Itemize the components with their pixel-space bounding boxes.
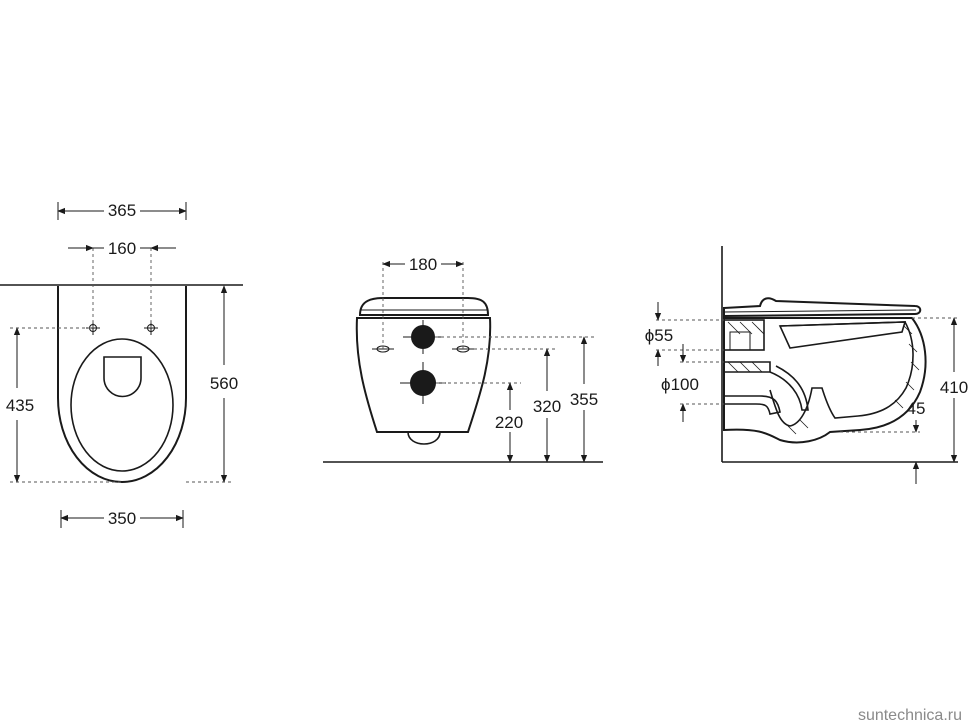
watermark: suntechnica.ru: [858, 707, 962, 724]
top-seat-opening: [70, 338, 174, 472]
side-bowl-shell: [723, 317, 927, 444]
side-seat-lid: [723, 297, 922, 318]
side-rim-channel: [778, 321, 907, 349]
side-dim-45: 45: [907, 399, 926, 418]
top-dim-435: 435: [6, 396, 34, 415]
top-view: 365 160 435 560 350: [0, 201, 243, 528]
top-flush-outlet: [103, 356, 142, 398]
front-dim-220: 220: [495, 413, 523, 432]
front-view: 180 220 320 355: [323, 255, 603, 463]
side-dim-100: ϕ100: [661, 375, 699, 394]
top-bowl-outline: [57, 286, 187, 483]
side-dim-55: ϕ55: [645, 326, 673, 345]
top-dim-350: 350: [108, 509, 136, 528]
front-dim-320: 320: [533, 397, 561, 416]
front-dim-355: 355: [570, 390, 598, 409]
front-seat-lid: [358, 297, 490, 316]
top-dim-160: 160: [108, 239, 136, 258]
top-dim-365: 365: [108, 201, 136, 220]
side-view: ϕ55 ϕ100 410 45: [645, 246, 968, 484]
side-section-hatch: [787, 325, 920, 435]
side-dim-410: 410: [940, 378, 968, 397]
front-bottom-spigot: [407, 431, 441, 445]
side-bowl-inner: [769, 321, 914, 427]
front-dim-180: 180: [409, 255, 437, 274]
top-dim-560: 560: [210, 374, 238, 393]
